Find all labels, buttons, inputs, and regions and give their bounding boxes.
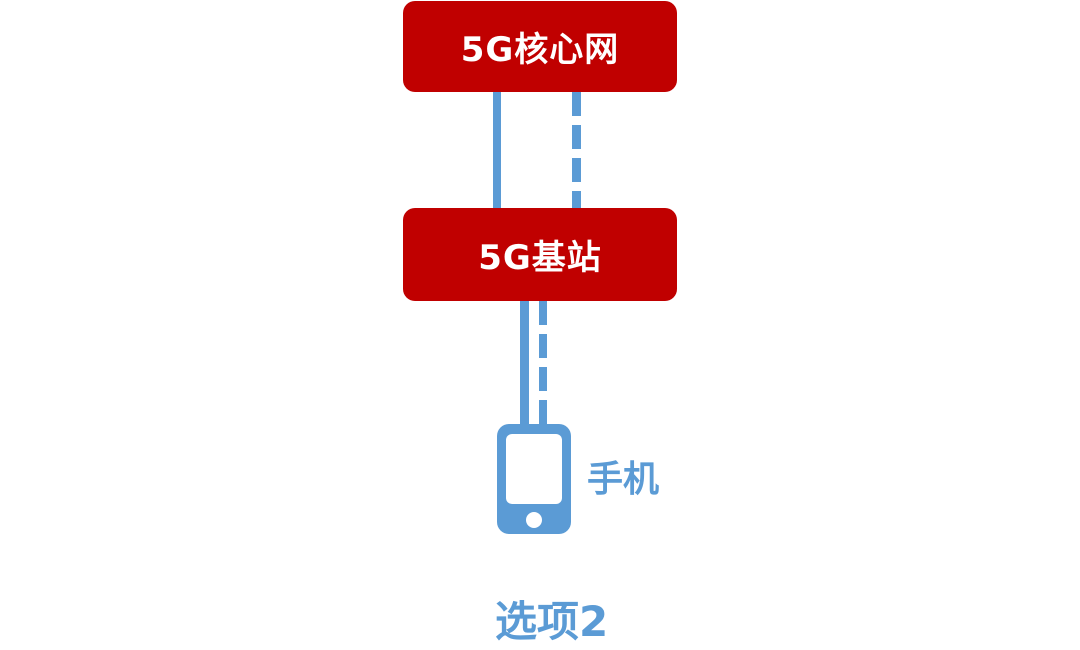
base-station-label: 5G基站	[478, 238, 602, 278]
base-station-to-phone-dashed-link	[539, 301, 547, 424]
core-network-node: 5G核心网	[403, 1, 677, 92]
core-network-label: 5G核心网	[460, 30, 620, 70]
base-station-node: 5G基站	[403, 208, 677, 301]
core-to-base-station-dashed-link	[572, 92, 581, 208]
core-to-base-station-solid-link	[493, 92, 501, 208]
base-station-to-phone-solid-link	[520, 301, 529, 424]
option-label: 选项2	[495, 597, 609, 646]
mobile-phone-icon	[497, 424, 571, 534]
phone-label: 手机	[587, 459, 660, 500]
